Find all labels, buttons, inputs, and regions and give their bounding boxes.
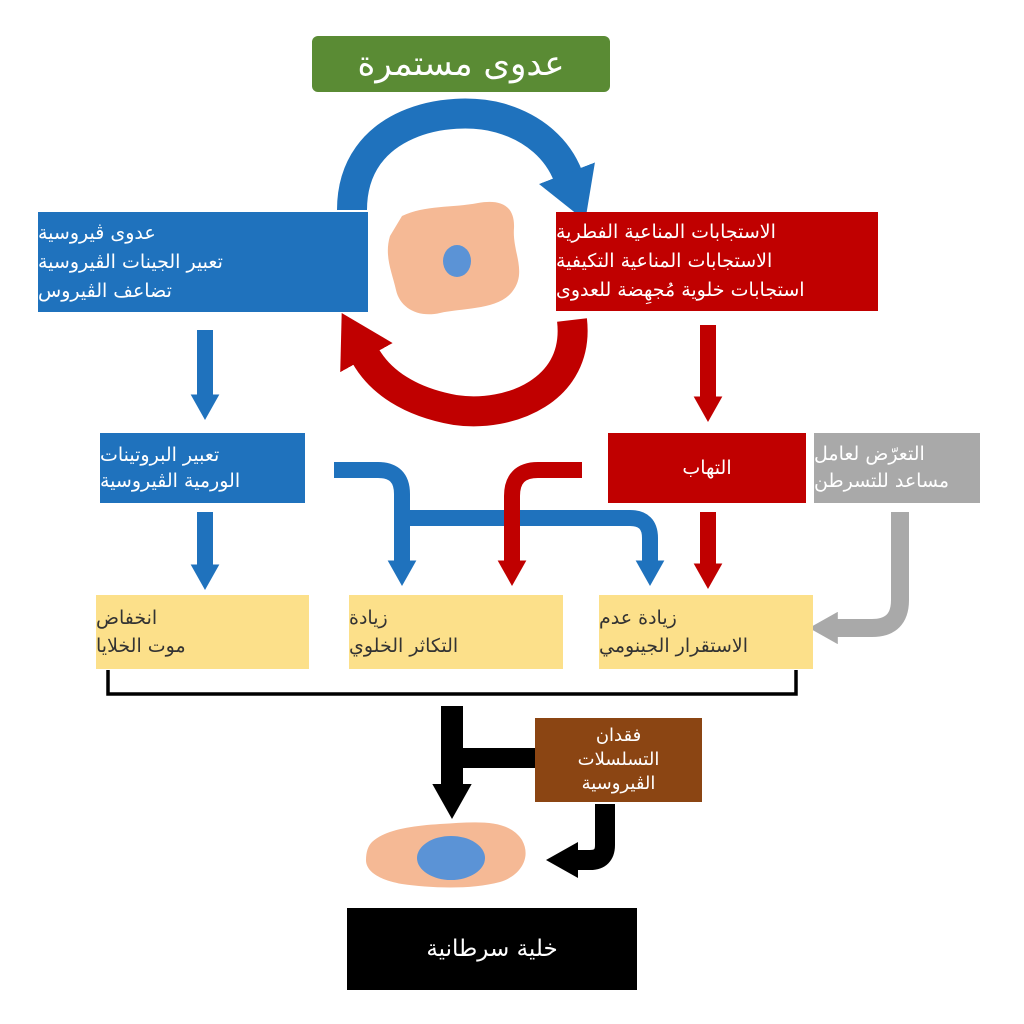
proliferation-line-2: التكاثر الخلوي bbox=[349, 635, 459, 657]
reduced-apoptosis-box: انخفاض موت الخلايا bbox=[96, 595, 309, 669]
arrow-oncoprotein-to-instability bbox=[402, 510, 665, 587]
immune-line-1: الاستجابات المناعية الفطرية bbox=[556, 221, 776, 243]
arrow-inflammation-to-proliferation bbox=[497, 462, 582, 587]
inflammation-box: التهاب bbox=[608, 433, 806, 503]
onco-line-2: الورمية الڤيروسية bbox=[100, 470, 241, 492]
viral-line-2: تعبير الجينات الڤيروسية bbox=[38, 250, 223, 273]
arrow-carcinogen-to-instability bbox=[808, 512, 909, 645]
onco-line-1: تعبير البروتينات bbox=[100, 444, 220, 466]
cancer-cell-nucleus bbox=[417, 836, 485, 880]
carcinogen-line-1: التعرّض لعامل bbox=[814, 443, 925, 465]
carcinogen-line-2: مساعد للتسرطن bbox=[814, 470, 950, 492]
viral-oncoprotein-box: تعبير البروتينات الورمية الڤيروسية bbox=[100, 433, 305, 503]
arrow-loss-to-cancer-cell bbox=[545, 804, 615, 878]
immune-response-box: الاستجابات المناعية الفطرية الاستجابات ا… bbox=[556, 212, 878, 311]
loss-of-viral-sequences-box: فقدان التسلسلات الڤيروسية bbox=[535, 718, 702, 802]
loss-line-3: الڤيروسية bbox=[581, 773, 656, 794]
proliferation-line-1: زيادة bbox=[349, 607, 388, 629]
title-text: عدوى مستمرة bbox=[357, 44, 565, 84]
increased-proliferation-box: زيادة التكاثر الخلوي bbox=[349, 595, 563, 669]
cycle-arrow-blue bbox=[337, 98, 595, 221]
viral-line-3: تضاعف الڤيروس bbox=[38, 279, 172, 302]
loss-line-1: فقدان bbox=[595, 725, 642, 746]
outcomes-bracket bbox=[106, 670, 798, 696]
viral-line-1: عدوى ڤيروسية bbox=[38, 221, 156, 244]
inflammation-label: التهاب bbox=[682, 457, 732, 479]
immune-line-3: استجابات خلوية مُجهِضة للعدوى bbox=[556, 279, 805, 301]
infected-cell-nucleus bbox=[443, 245, 471, 277]
cycle-arrow-red bbox=[340, 313, 588, 427]
immune-line-2: الاستجابات المناعية التكيفية bbox=[556, 250, 773, 272]
title-box: عدوى مستمرة bbox=[312, 36, 610, 92]
arrow-oncoprotein-to-proliferation bbox=[334, 462, 417, 587]
loss-line-2: التسلسلات bbox=[577, 749, 660, 770]
cancer-cell-label: خلية سرطانية bbox=[426, 936, 558, 962]
apoptosis-line-1: انخفاض bbox=[96, 607, 158, 629]
viral-infection-box: عدوى ڤيروسية تعبير الجينات الڤيروسية تضا… bbox=[38, 212, 368, 312]
cancer-cell-box: خلية سرطانية bbox=[347, 908, 637, 990]
carcinogen-exposure-box: التعرّض لعامل مساعد للتسرطن bbox=[814, 433, 980, 503]
instability-line-2: الاستقرار الجينومي bbox=[599, 635, 748, 657]
apoptosis-line-2: موت الخلايا bbox=[96, 635, 186, 657]
instability-line-1: زيادة عدم bbox=[599, 607, 677, 629]
genomic-instability-box: زيادة عدم الاستقرار الجينومي bbox=[599, 595, 813, 669]
